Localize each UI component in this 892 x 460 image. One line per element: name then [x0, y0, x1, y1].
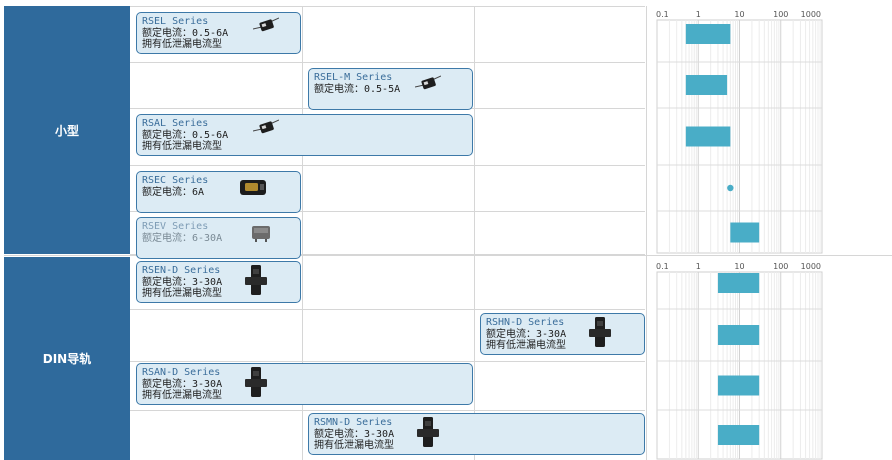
chart-tick-label: 10: [734, 10, 744, 19]
category-din-rail: DIN导轨: [4, 257, 130, 460]
chart-range-bar: [717, 273, 760, 293]
section-divider: [4, 255, 892, 256]
product-spec-line: 拥有低泄漏电流型: [142, 288, 222, 299]
chart-tick-label: 1000: [801, 262, 821, 271]
chart-range-bar: [730, 222, 760, 243]
product-series-name[interactable]: RSHN-D Series: [486, 317, 565, 328]
product-spec-line: 拥有低泄漏电流型: [142, 141, 222, 152]
current-range-chart: 0.1 1 10 100 1000: [650, 8, 832, 254]
current-range-plot: 0.1 1 10 100 1000: [656, 10, 823, 254]
table-divider: [130, 410, 645, 411]
table-divider: [130, 165, 645, 166]
chart-range-bar: [717, 325, 760, 345]
chart-range-bar: [685, 126, 731, 147]
product-spec-line: 额定电流：0.5-6A: [142, 27, 229, 39]
inline-relay-icon: [415, 75, 441, 90]
table-divider: [130, 211, 645, 212]
chart-tick-label: 0.1: [656, 262, 669, 271]
chart-tick-label: 10: [734, 262, 744, 271]
din-relay-icon: [417, 417, 439, 447]
din-relay-icon: [245, 367, 267, 397]
current-range-plot: 0.1 1 10 100 1000: [656, 262, 823, 460]
product-series-name[interactable]: RSEV Series: [142, 221, 209, 232]
chart-range-bar: [685, 24, 731, 44]
table-divider: [130, 62, 645, 63]
category-din-rail-label: DIN导轨: [42, 352, 92, 366]
product-spec-line: 额定电流：0.5-5A: [314, 83, 401, 95]
product-series-name[interactable]: RSAN-D Series: [142, 367, 221, 378]
product-spec-line: 额定电流：6-30A: [142, 232, 223, 244]
chart-tick-label: 100: [773, 262, 788, 271]
column-divider: [646, 6, 647, 460]
chart-range-bar: [717, 425, 760, 445]
product-series-name[interactable]: RSEN-D Series: [142, 265, 221, 276]
product-series-name[interactable]: RSAL Series: [142, 118, 209, 129]
din-relay-icon: [245, 265, 267, 295]
product-series-name[interactable]: RSMN-D Series: [314, 417, 393, 428]
product-spec-line: 拥有低泄漏电流型: [142, 390, 222, 401]
product-series-name[interactable]: RSEL-M Series: [314, 72, 393, 83]
chart-tick-label: 1: [696, 262, 701, 271]
product-spec-line: 额定电流：3-30A: [486, 328, 567, 340]
current-range-chart: 0.1 1 10 100 1000: [650, 260, 832, 460]
inline-relay-icon: [253, 17, 279, 32]
table-divider: [130, 309, 645, 310]
column-divider: [302, 6, 303, 460]
product-spec-line: 额定电流：0.5-6A: [142, 129, 229, 141]
product-spec-line: 拥有低泄漏电流型: [486, 340, 566, 351]
chart-tick-label: 1000: [801, 10, 821, 19]
product-spec-line: 额定电流：3-30A: [142, 378, 223, 390]
chart-tick-label: 100: [773, 10, 788, 19]
chart-range-point: [727, 184, 734, 192]
product-spec-line: 拥有低泄漏电流型: [142, 39, 222, 50]
din-relay-icon: [589, 317, 611, 347]
table-divider: [130, 361, 645, 362]
chart-range-bar: [717, 375, 760, 396]
category-small: 小型: [4, 6, 130, 254]
compact-relay-icon: [240, 180, 266, 195]
product-spec-line: 额定电流：6A: [142, 186, 205, 198]
product-spec-line: 拥有低泄漏电流型: [314, 440, 394, 451]
product-spec-line: 额定电流：3-30A: [314, 428, 395, 440]
inline-relay-icon: [253, 119, 279, 134]
chart-tick-label: 0.1: [656, 10, 669, 19]
chart-tick-label: 1: [696, 10, 701, 19]
product-series-name[interactable]: RSEC Series: [142, 175, 209, 186]
board-relay-icon: [252, 226, 270, 242]
table-divider: [130, 6, 645, 7]
table-divider: [130, 254, 645, 255]
category-small-label: 小型: [54, 123, 79, 138]
product-spec-line: 额定电流：3-30A: [142, 276, 223, 288]
chart-range-bar: [685, 75, 728, 95]
column-divider: [474, 6, 475, 460]
product-series-name[interactable]: RSEL Series: [142, 16, 209, 27]
